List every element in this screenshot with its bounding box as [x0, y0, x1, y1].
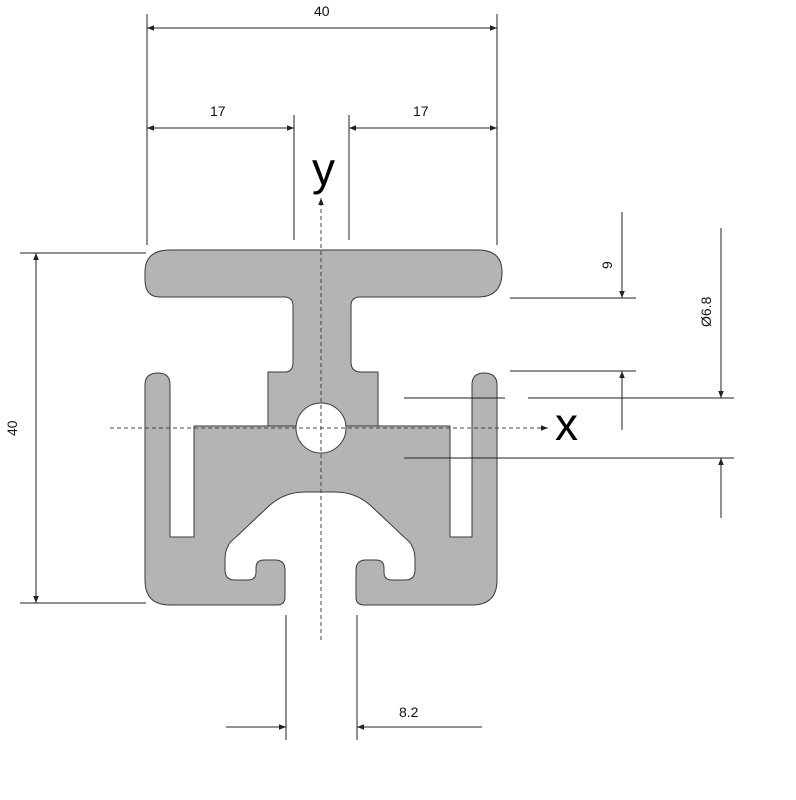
overall-height-label: 40: [4, 420, 20, 436]
dimension-flange-thickness: 9: [510, 212, 636, 430]
dimension-overall-height: 40: [4, 252, 146, 604]
dimension-right-flange: 17: [348, 103, 497, 240]
coordinate-axes: x y: [110, 143, 578, 640]
profile-top-cap: [144, 249, 503, 427]
left-flange-label: 17: [210, 103, 226, 119]
overall-width-label: 40: [314, 3, 330, 19]
dimension-bore-diameter: Ø6.8: [404, 228, 734, 518]
dimension-slot-width: 8.2: [226, 615, 482, 740]
right-flange-label: 17: [413, 103, 429, 119]
x-axis-label: x: [555, 398, 578, 450]
bore-diameter-label: Ø6.8: [698, 296, 714, 327]
flange-thickness-label: 9: [599, 261, 615, 269]
slot-width-label: 8.2: [399, 704, 419, 720]
dimension-left-flange: 17: [147, 103, 295, 240]
dimension-overall-width: 40: [146, 3, 498, 245]
y-axis-label: y: [312, 143, 335, 195]
